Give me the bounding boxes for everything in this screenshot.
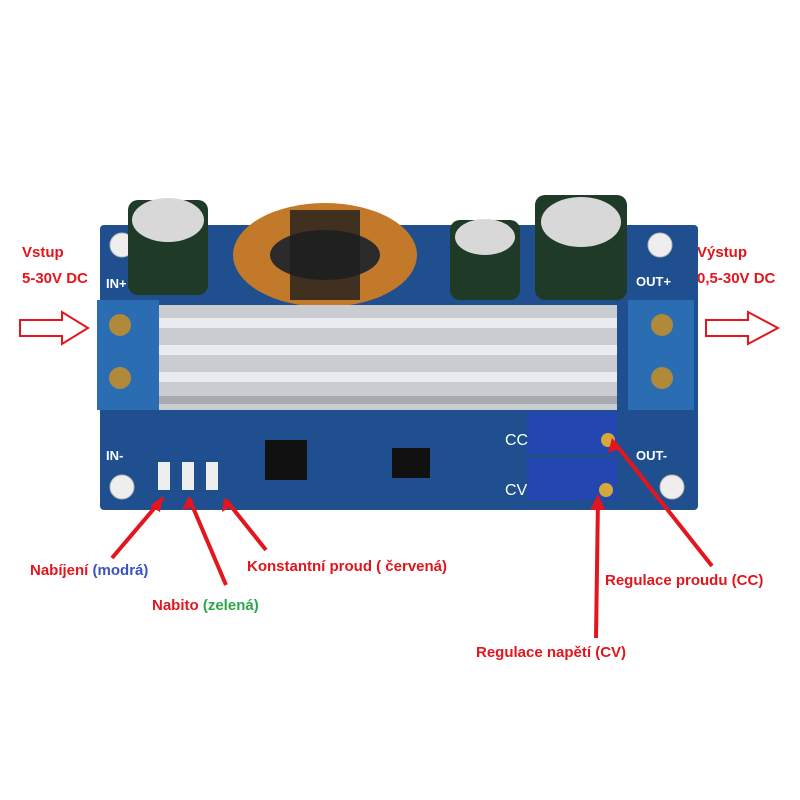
input-terminal (97, 300, 159, 410)
pointer-line (612, 440, 714, 568)
led-charging (158, 462, 170, 490)
charged-color-text: (zelená) (202, 597, 259, 614)
output-label: Výstup 0,5-30V DC (697, 244, 775, 288)
input-title: Vstup (22, 244, 64, 261)
output-title: Výstup (697, 244, 748, 261)
silk-out-minus: OUT- (636, 448, 667, 463)
silk-in-minus: IN- (106, 448, 123, 463)
input-arrow (19, 310, 90, 346)
output-arrow (705, 310, 781, 346)
ic-chip (392, 448, 430, 478)
input-range: 5-30V DC (22, 270, 88, 287)
capacitor (535, 195, 627, 300)
led-charged (182, 462, 194, 490)
silk-in-plus: IN+ (106, 276, 127, 291)
pointer-line (594, 497, 600, 639)
pointer-line (224, 498, 268, 552)
capacitor (128, 198, 208, 295)
toroid-inductor (233, 203, 417, 307)
charging-color-text: (modrá) (92, 562, 149, 579)
charging-led-label: Nabíjení (modrá) (30, 562, 148, 580)
cc-potentiometer[interactable] (527, 412, 617, 454)
silk-out-plus: OUT+ (636, 274, 671, 289)
silk-cc: CC (505, 432, 528, 449)
heatsink (155, 305, 617, 410)
mount-hole (647, 232, 673, 258)
input-label: Vstup 5-30V DC (22, 244, 88, 288)
pointer-line (187, 497, 228, 586)
charged-led-label: Nabito (zelená) (152, 597, 259, 615)
silk-cv: CV (505, 482, 528, 499)
led-constant-current (206, 462, 218, 490)
cv-potentiometer[interactable] (527, 458, 617, 500)
output-range: 0,5-30V DC (697, 270, 776, 287)
mount-hole (109, 474, 135, 500)
cv-pot-label: Regulace napětí (CV) (476, 644, 627, 661)
charged-label-text: Nabito (152, 597, 199, 614)
cc-pot-label: Regulace proudu (CC) (605, 572, 764, 589)
ic-chip (265, 440, 307, 480)
charging-label-text: Nabíjení (30, 562, 89, 579)
output-terminal (628, 300, 694, 410)
constant-current-led-label: Konstantní proud ( červená) (247, 558, 448, 575)
capacitor (450, 219, 520, 300)
mount-hole (659, 474, 685, 500)
